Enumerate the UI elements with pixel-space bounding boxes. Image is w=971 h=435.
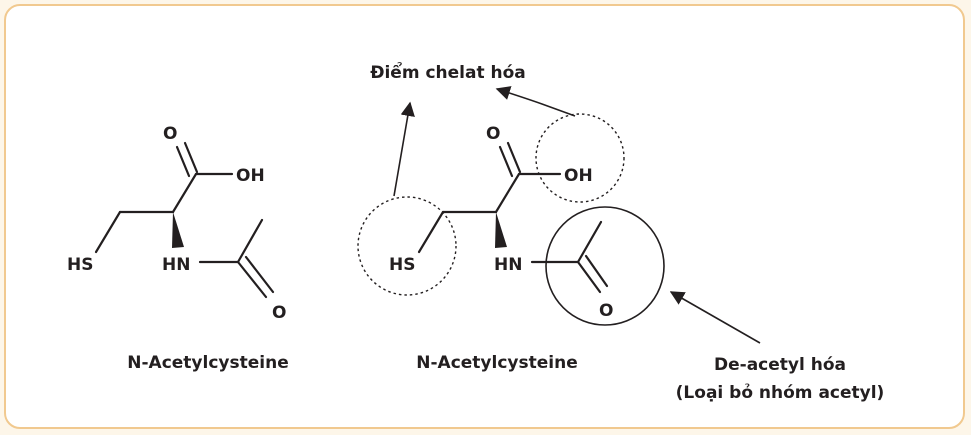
atom-left-hs: HS — [67, 255, 93, 275]
atom-right-hn: HN — [494, 255, 522, 275]
atom-right-oh: OH — [564, 166, 593, 186]
bond-left-acetyl-co-2 — [244, 255, 275, 294]
atom-left-hn: HN — [162, 255, 190, 275]
bond-left-c-calpha — [171, 172, 198, 214]
chelation-circle-hydroxyl — [535, 113, 625, 203]
atom-right-o-carbonyl: O — [486, 124, 500, 144]
molecule-right: O OH HS HN O N-Acetylcysteine — [357, 113, 665, 373]
atom-left-o-carbonyl: O — [163, 124, 177, 144]
bond-right-c-methyl — [576, 220, 603, 264]
bond-right-co-2 — [498, 145, 514, 178]
bond-left-ch2-s — [94, 210, 122, 254]
atom-right-hs: HS — [389, 255, 415, 275]
chelation-circle-thiol — [357, 196, 457, 296]
label-chelation: Điểm chelat hóa — [370, 61, 526, 83]
molecule-left: O OH HS HN O N-Acetylcysteine — [67, 124, 289, 373]
arrow-chelation-thiol — [393, 101, 415, 197]
bond-right-co-1 — [506, 141, 522, 174]
bond-left-co-2 — [175, 145, 191, 178]
bond-right-c-calpha — [494, 172, 521, 214]
bond-left-co-1 — [183, 141, 199, 174]
diagram-frame — [4, 4, 965, 429]
acetyl-circle — [545, 206, 665, 326]
bond-right-ch2-s — [417, 210, 445, 254]
arrow-deacetylation — [669, 291, 761, 344]
annotations: Điểm chelat hóa De-acetyl hóa (Loại bỏ n… — [370, 61, 884, 403]
arrow-chelation-hydroxyl — [495, 86, 576, 117]
bond-right-acetyl-co-2 — [584, 254, 609, 288]
wedge-left-calpha-n — [172, 212, 184, 248]
label-deacetylation-line2: (Loại bỏ nhóm acetyl) — [676, 383, 885, 403]
label-deacetylation-line1: De-acetyl hóa — [714, 355, 846, 375]
label-left-name: N-Acetylcysteine — [127, 353, 288, 373]
atom-right-o-acetyl: O — [599, 301, 613, 321]
atom-left-oh: OH — [236, 166, 265, 186]
bond-left-acetyl-co-1 — [236, 260, 268, 299]
wedge-right-calpha-n — [495, 212, 507, 248]
bond-left-c-methyl — [236, 218, 264, 264]
label-right-name: N-Acetylcysteine — [416, 353, 577, 373]
bond-right-acetyl-co-1 — [576, 260, 602, 294]
atom-left-o-acetyl: O — [272, 303, 286, 323]
